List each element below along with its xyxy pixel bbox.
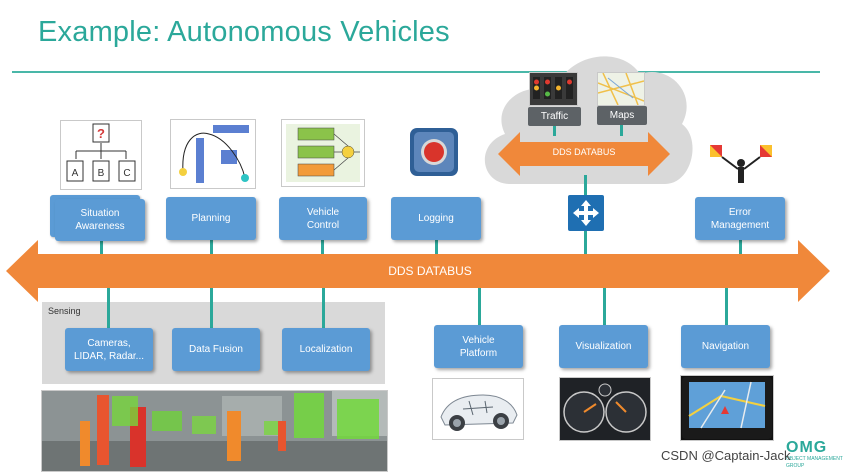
- planning-image: [170, 119, 256, 189]
- slide-title: Example: Autonomous Vehicles: [38, 16, 450, 48]
- situation-awareness-module: Situation Awareness: [50, 195, 145, 241]
- main-databus-arrow: [6, 240, 830, 302]
- data-fusion-module: Data Fusion: [167, 324, 260, 371]
- gateway-icon: [568, 195, 604, 231]
- omg-logo: OMG OBJECT MANAGEMENT GROUP: [786, 440, 852, 470]
- connector-navigation: [725, 288, 728, 326]
- visualization-module: Visualization: [559, 325, 648, 368]
- title-divider: [12, 71, 820, 73]
- vehicle-control-module: Vehicle Control: [279, 197, 367, 240]
- map-image: [597, 72, 645, 106]
- semaphore-flags-icon: [710, 145, 772, 183]
- vehicle-chassis-image: [432, 378, 524, 440]
- main-databus-label: DDS DATABUS: [388, 264, 472, 278]
- cloud-databus-label: DDS DATABUS: [552, 147, 616, 157]
- svg-text:A: A: [72, 168, 79, 179]
- maps-connector: [620, 125, 623, 136]
- connector-cameras: [107, 288, 110, 328]
- omg-logo-subtext: OBJECT MANAGEMENT GROUP: [786, 456, 843, 469]
- connector-situation: [100, 240, 103, 255]
- navigation-device-image: [680, 375, 774, 441]
- traffic-camera-image: [529, 72, 578, 106]
- traffic-connector: [553, 126, 556, 136]
- connector-data-fusion: [210, 288, 213, 328]
- cameras-lidar-radar-module: Cameras, LIDAR, Radar...: [60, 324, 153, 371]
- localization-module: Localization: [277, 324, 370, 371]
- vehicle-control-image: [281, 119, 365, 187]
- dashboard-gauges-image: [559, 377, 651, 441]
- omg-logo-text: OMG: [786, 439, 828, 456]
- record-button-icon: [410, 128, 458, 176]
- connector-vehicle-control: [321, 240, 324, 255]
- situation-awareness-image: ? A B C: [60, 120, 142, 190]
- sensing-title: Sensing: [48, 306, 81, 316]
- vehicle-platform-module: Vehicle Platform: [434, 325, 523, 368]
- connector-vehicle-platform: [478, 288, 481, 326]
- watermark-text: CSDN @Captain-Jack: [661, 448, 791, 463]
- connector-logging: [435, 240, 438, 255]
- connector-planning: [210, 240, 213, 255]
- connector-localization: [322, 288, 325, 328]
- svg-text:?: ?: [97, 126, 105, 141]
- cloud-databus-arrow: [498, 132, 670, 176]
- connector-visualization: [603, 288, 606, 326]
- logging-module: Logging: [391, 197, 481, 240]
- street-scene-image: [41, 390, 388, 472]
- svg-text:C: C: [123, 168, 130, 179]
- traffic-service-label: Traffic: [528, 107, 581, 126]
- navigation-module: Navigation: [681, 325, 770, 368]
- connector-error: [739, 240, 742, 255]
- planning-module: Planning: [166, 197, 256, 240]
- maps-service-label: Maps: [597, 106, 647, 125]
- svg-text:B: B: [98, 168, 105, 179]
- error-management-module: Error Management: [695, 197, 785, 240]
